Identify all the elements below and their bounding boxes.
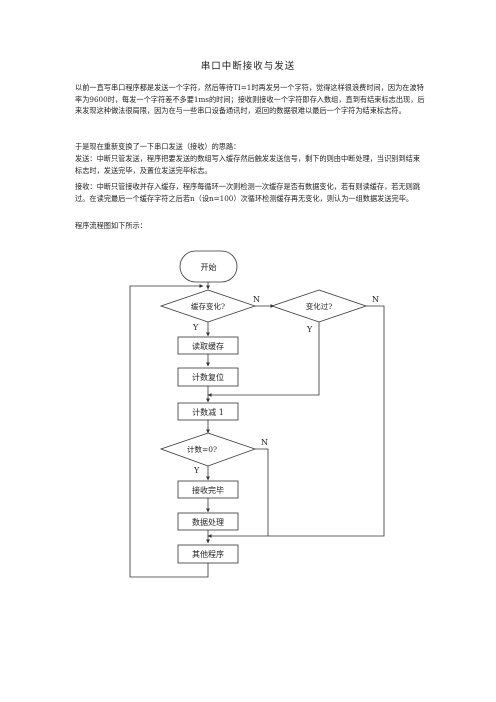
process-decrement-label: 计数减 1 — [192, 407, 224, 417]
process-other-program — [177, 544, 239, 564]
process-read-buffer — [177, 336, 239, 355]
d1-yes-label: Y — [192, 323, 199, 332]
decision-changed-before-label: 变化过? — [306, 301, 333, 311]
process-data-processing-label: 数据处理 — [192, 517, 224, 527]
decision-buffer-changed — [159, 289, 257, 323]
edge-d2-no — [207, 305, 385, 538]
process-reset-count-label: 计数复位 — [192, 372, 224, 382]
start-terminal — [179, 250, 238, 283]
decision-changed-before — [270, 289, 368, 323]
d2-yes-label: Y — [306, 325, 313, 334]
process-decrement — [177, 402, 239, 421]
paragraph-flow-intro: 程序流程图如下所示： — [75, 221, 147, 230]
paragraph-idea: 于是现在重新变换了一下串口发送（接收）的思路： — [75, 142, 241, 151]
d1-no-label: N — [253, 295, 260, 304]
d3-yes-label: Y — [193, 466, 200, 475]
edge-loop-back — [129, 284, 209, 578]
process-other-program-label: 其他程序 — [192, 549, 224, 559]
process-data-processing — [177, 512, 239, 531]
paragraph-send: 发送：中断只管发送，程序把要发送的数组写入缓存然后触发发送信号，剩下的则由中断处… — [75, 154, 421, 175]
edge-d3-no — [255, 448, 269, 536]
decision-count-zero — [159, 432, 257, 467]
process-receive-done-label: 接收完毕 — [192, 485, 224, 495]
d3-no-label: N — [261, 438, 268, 447]
process-receive-done — [177, 480, 239, 499]
start-label: 开始 — [201, 262, 217, 272]
decision-buffer-changed-label: 缓存变化? — [191, 301, 225, 311]
process-reset-count — [177, 367, 239, 387]
paragraph-receive: 接收：中断只管接收并存入缓存，程序每循环一次则检测一次缓存是否有数据变化，若有则… — [75, 182, 421, 203]
decision-count-zero-label: 计数=0? — [187, 444, 217, 454]
page-title: 串口中断接收与发送 — [200, 61, 296, 72]
d2-no-label: N — [372, 295, 379, 304]
paragraph-intro: 以前一直写串口程序都是发送一个字符，然后等待TI=1时再发另一个字符，觉得这样很… — [75, 83, 425, 116]
process-read-buffer-label: 读取缓存 — [192, 341, 224, 351]
edge-d2-yes — [207, 322, 320, 397]
